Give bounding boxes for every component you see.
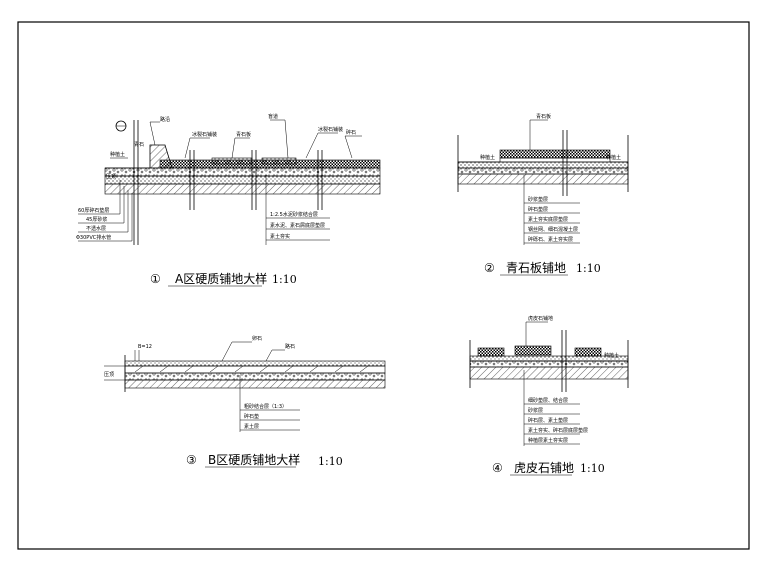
detail-1-top-label-1: 路沿: [160, 116, 170, 123]
detail-1-layer-2: [104, 175, 381, 185]
detail-4-layer-3: [469, 366, 629, 380]
detail-1-number: ①: [150, 272, 161, 286]
detail-2: 青石板 种植土 种植土 砂浆垫层 碎石垫层 素土夯实底层垫层 钢丝网、细石混凝土…: [457, 113, 629, 276]
detail-2-layer-label-3: 素土夯实底层垫层: [528, 216, 568, 223]
detail-2-layer-label-4: 钢丝网、细石混凝土层: [528, 226, 578, 233]
detail-3-number: ③: [186, 453, 197, 467]
detail-4-layer-2: [469, 360, 629, 368]
detail-2-side-label-left: 种植土: [480, 154, 495, 161]
detail-2-layer-label-5: 碎砾石、素土夯实层: [528, 236, 573, 243]
detail-1-left-label-4: 45厚砂浆: [86, 216, 107, 223]
detail-4-layer-label-3: 碎石层、素土垫层: [528, 417, 568, 424]
detail-3-layer-label-2: 碎石垫: [244, 413, 259, 420]
detail-4-scale: 1:10: [580, 462, 605, 475]
detail-4-number: ④: [492, 461, 503, 475]
detail-1-top-label-4: 青石板: [236, 131, 251, 138]
detail-1-layer-3: [104, 183, 381, 195]
detail-4-title: 虎皮石铺地: [514, 461, 574, 475]
detail-1-top-label-7: 碎石: [346, 129, 356, 136]
detail-4-side-label: 种植土: [604, 352, 619, 359]
detail-1-top-label-5: 盲道: [268, 113, 278, 120]
detail-2-layer-label-2: 碎石垫层: [528, 206, 548, 213]
detail-1-left-label-3: 60厚碎石垫层: [78, 207, 109, 214]
detail-1-top-label-2: 青石: [134, 141, 144, 148]
detail-4: 虎皮石铺地 种植土 细砂垫层、结合层 砂浆层 碎石层、素土垫层 素土夯实、碎石层…: [469, 315, 629, 476]
detail-2-side-label-right: 种植土: [606, 154, 621, 161]
detail-4-layer-label-4: 素土夯实、碎石层底层垫层: [528, 427, 588, 434]
detail-1-layer-label-2: 素水泥、素石屑底层垫层: [270, 222, 325, 229]
detail-2-scale: 1:10: [576, 262, 601, 275]
detail-3-layer-1: [124, 365, 386, 374]
detail-2-layer-3: [457, 173, 629, 185]
detail-3-layer-2: [124, 372, 386, 381]
detail-1-top-label-3: 冰裂石铺装: [192, 131, 217, 138]
detail-3-layer-label-3: 素土层: [244, 423, 259, 430]
detail-1: 路沿 青石 冰裂石铺装 青石板 盲道 冰裂石铺装 碎石 种植土 60厚碎石垫层 …: [76, 113, 381, 287]
detail-3-top-label-2: 路石: [285, 343, 295, 350]
detail-2-title: 青石板铺地: [506, 261, 566, 275]
detail-3-title: B区硬质铺地大样: [208, 452, 300, 467]
detail-4-layer-label-1: 细砂垫层、结合层: [528, 397, 568, 404]
detail-1-top-label-6: 冰裂石铺装: [318, 126, 343, 133]
sheet-border: [17, 21, 750, 550]
detail-3-layer-label-1: 粗砂结合层（1:3）: [244, 403, 287, 410]
detail-1-scale: 1:10: [272, 273, 297, 286]
detail-1-left-label-5: 不透水层: [86, 225, 106, 232]
detail-2-top-label: 青石板: [536, 113, 551, 120]
detail-1-title: A区硬质铺地大样: [175, 271, 267, 286]
detail-4-layer-label-2: 砂浆层: [528, 407, 543, 414]
detail-1-layer-1: [104, 167, 381, 177]
detail-2-slab: [499, 149, 611, 159]
detail-1-left-label-1: 种植土: [110, 151, 125, 158]
detail-3: B=12 压顶 卵石 路石 粗砂结合层（1:3） 碎石垫 素土层 ③ B区硬质铺…: [104, 335, 386, 468]
detail-1-curb: [149, 144, 173, 169]
detail-3-left-label-1: B=12: [138, 344, 152, 350]
detail-1-layer-label-3: 素土夯实: [270, 233, 290, 240]
detail-4-top-label: 虎皮石铺地: [528, 315, 553, 322]
detail-3-scale: 1:10: [318, 455, 343, 468]
detail-3-surface: [124, 360, 386, 367]
detail-3-inclined-stones: [134, 365, 369, 373]
detail-2-number: ②: [484, 261, 495, 275]
detail-2-layer-1: [457, 161, 629, 169]
detail-3-top-label-1: 卵石: [252, 335, 262, 342]
detail-1-left-label-2: 压顶: [106, 174, 116, 180]
detail-1-layer-label-1: 1:2.5水泥砂浆结合层: [270, 211, 318, 218]
detail-3-left-label-2: 压顶: [104, 372, 114, 378]
detail-2-layer-label-1: 砂浆垫层: [528, 196, 548, 203]
detail-3-layer-3: [124, 379, 386, 389]
detail-4-layer-label-5: 种植层素土夯实层: [528, 437, 568, 444]
detail-1-left-label-6: Φ30PVC排水管: [76, 234, 111, 241]
detail-2-layer-2: [457, 167, 629, 175]
